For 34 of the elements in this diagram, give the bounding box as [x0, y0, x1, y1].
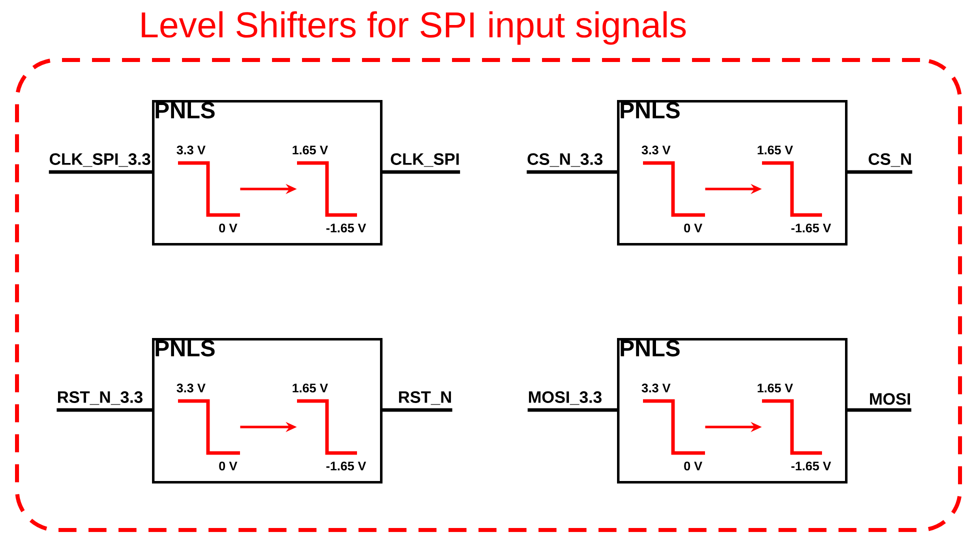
voltage-label: 0 V — [684, 462, 702, 470]
signal-label: CS_N_3.3 — [528, 153, 602, 167]
title: Level Shifters for SPI input signals — [142, 11, 686, 45]
signal-wire — [382, 408, 452, 412]
signal-label: MOSI_3.3 — [528, 391, 602, 405]
signal-wire — [526, 170, 617, 174]
voltage-label: 3.3 V — [176, 384, 206, 392]
voltage-label: 1.65 V — [292, 384, 328, 392]
voltage-label: 1.65 V — [758, 146, 793, 154]
voltage-label: -1.65 V — [791, 224, 832, 232]
signal-label: CLK_SPI_3.3 — [50, 153, 150, 167]
signal-wire — [848, 408, 912, 412]
signal-label: CLK_SPI — [390, 153, 459, 167]
signal-wire — [382, 170, 460, 174]
voltage-label: 0 V — [219, 224, 238, 232]
dashed-region — [15, 58, 962, 532]
voltage-label: 3.3 V — [176, 146, 206, 154]
signal-wire — [48, 170, 152, 174]
voltage-label: -1.65 V — [791, 462, 832, 470]
voltage-label: -1.65 V — [326, 224, 366, 232]
voltage-label: 1.65 V — [758, 384, 793, 392]
voltage-label: 0 V — [219, 462, 238, 470]
signal-label: RST_N — [399, 391, 451, 405]
signal-wire — [56, 408, 152, 412]
signal-label: CS_N — [868, 153, 911, 167]
voltage-label: 0 V — [684, 224, 702, 232]
signal-wire — [848, 170, 912, 174]
voltage-label: 3.3 V — [642, 384, 670, 392]
voltage-label: 3.3 V — [642, 146, 670, 154]
signal-label: RST_N_3.3 — [58, 391, 142, 405]
voltage-label: -1.65 V — [326, 462, 366, 470]
signal-label: MOSI — [870, 393, 910, 405]
voltage-label: 1.65 V — [292, 146, 328, 154]
signal-wire — [528, 408, 617, 412]
